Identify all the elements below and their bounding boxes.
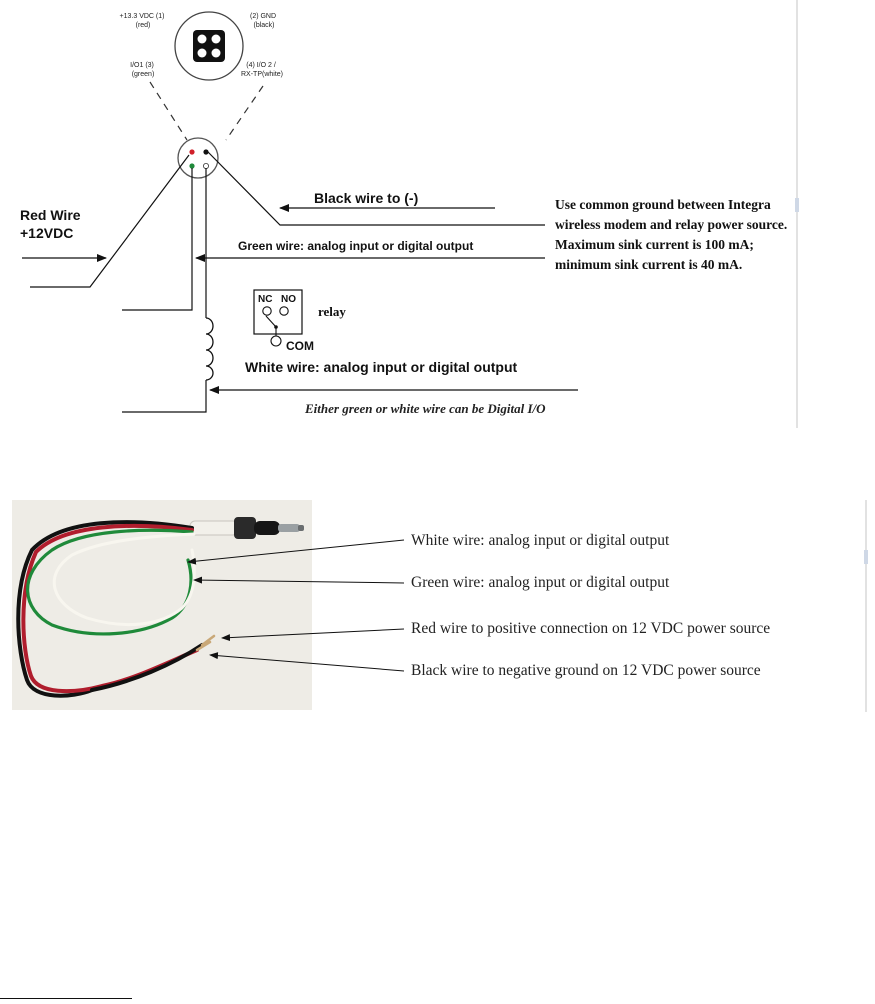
cable-photo: [12, 500, 312, 710]
red-callout-arrow: [221, 628, 405, 642]
pin2-label: (2) GND (black): [250, 13, 278, 29]
pin4-label: (4) I/O 2 / RX-TP(white): [241, 62, 283, 78]
photo-callouts: White wire: analog input or digital outp…: [187, 500, 868, 712]
green-wire-label: Green wire: analog input or digital outp…: [238, 239, 473, 253]
white-wire-label: White wire: analog input or digital outp…: [245, 359, 518, 375]
either-note: Either green or white wire can be Digita…: [304, 401, 546, 416]
black-wire-label: Black wire to (-): [314, 190, 418, 206]
red-wire-label: Red Wire +12VDC: [20, 207, 84, 241]
ground-note: Use common ground between Integra wirele…: [555, 197, 788, 272]
pin3-label: I/O1 (3) (green): [130, 62, 156, 78]
relay-symbol: NC NO: [253, 289, 303, 347]
red-wire-line: [30, 154, 190, 288]
black-callout-arrow: [209, 652, 405, 672]
relay-label: relay: [318, 304, 346, 319]
cable-connector: [189, 517, 304, 539]
projection-line-left: [149, 81, 188, 141]
relay-com-label: COM: [286, 339, 314, 353]
black-wire-photo-label: Black wire to negative ground on 12 VDC …: [411, 662, 761, 679]
wiring-diagram: +13.3 VDC (1) (red) (2) GND (black) I/O1…: [20, 0, 799, 428]
footnote-separator: [0, 998, 132, 999]
figure-mark: [795, 198, 799, 212]
white-callout-arrow: [187, 539, 405, 565]
green-wire-line: [122, 168, 193, 311]
white-wire-photo-label: White wire: analog input or digital outp…: [411, 532, 670, 549]
green-callout-arrow: [193, 576, 405, 584]
relay-nc-label: NC: [258, 294, 272, 305]
connector-face: [174, 11, 244, 81]
cable-wires: [16, 520, 204, 698]
black-wire-line: [207, 151, 545, 226]
relay-no-label: NO: [281, 294, 296, 305]
white-wire-line: [122, 168, 207, 413]
figure-mark-bottom: [864, 550, 868, 564]
projection-line-right: [225, 85, 264, 141]
red-wire-photo-label: Red wire to positive connection on 12 VD…: [411, 620, 770, 637]
green-wire-photo-label: Green wire: analog input or digital outp…: [411, 574, 670, 591]
relay-coil: [205, 317, 214, 381]
stripped-wire-ends: [195, 634, 216, 652]
pin1-label: +13.3 VDC (1) (red): [120, 13, 167, 29]
connector-end: [177, 137, 219, 179]
